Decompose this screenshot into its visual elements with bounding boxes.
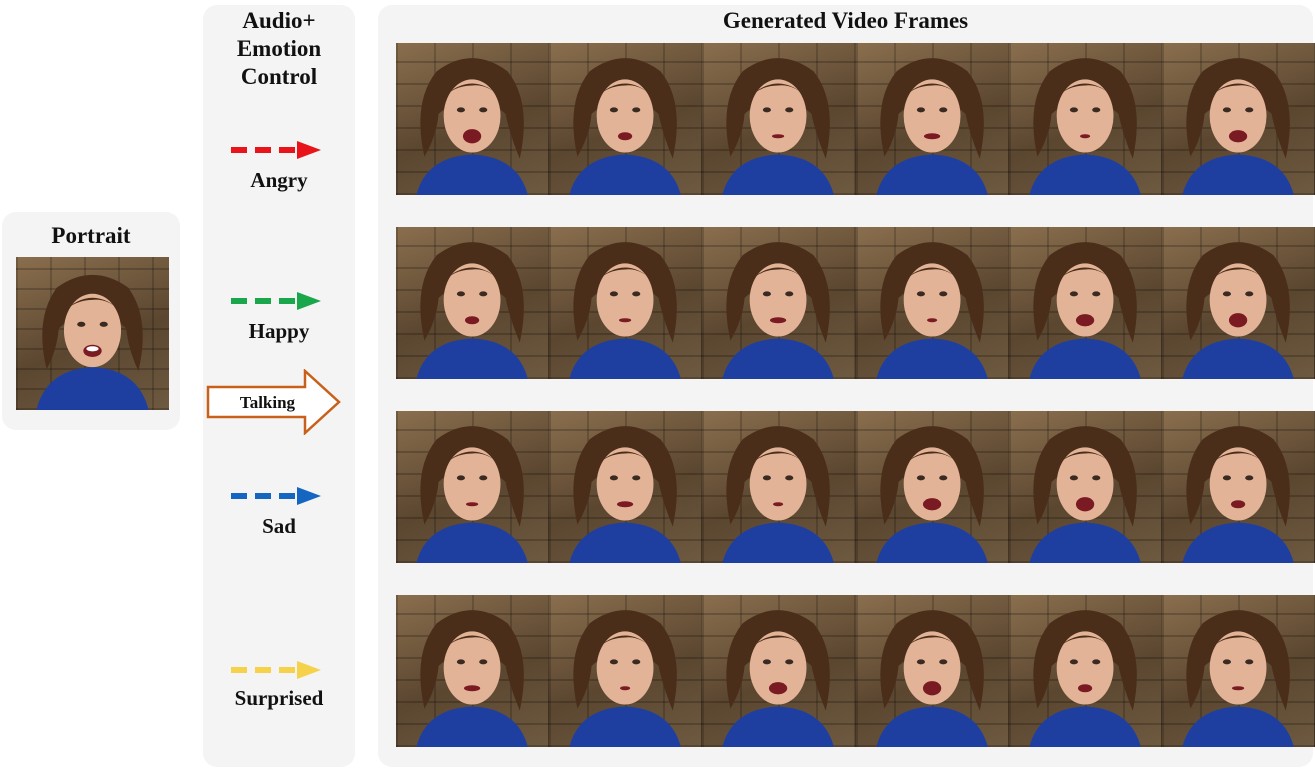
video-frame xyxy=(549,595,703,747)
woman-face-icon xyxy=(875,610,988,747)
sad-arrow-icon xyxy=(231,487,321,505)
sad-label: Sad xyxy=(262,514,296,538)
woman-face-icon xyxy=(416,242,528,379)
happy-frames-row xyxy=(396,227,1315,379)
woman-face-icon xyxy=(722,610,835,747)
video-frame xyxy=(855,43,1009,195)
woman-face-icon xyxy=(416,426,528,563)
woman-face-icon xyxy=(1029,242,1141,379)
woman-face-icon xyxy=(1182,58,1294,195)
woman-face-icon xyxy=(875,242,988,379)
video-frame xyxy=(1161,411,1315,563)
woman-face-icon xyxy=(1182,426,1294,563)
angry-arrow-icon xyxy=(231,141,321,159)
happy-label: Happy xyxy=(248,319,310,343)
video-frame xyxy=(549,43,703,195)
woman-face-icon xyxy=(1182,242,1294,379)
video-frame xyxy=(549,411,703,563)
angry-frames-row xyxy=(396,43,1315,195)
woman-face-icon xyxy=(722,242,835,379)
video-frame xyxy=(702,595,856,747)
portrait-title: Portrait xyxy=(51,223,131,248)
control-title: Audio+ Emotion Control xyxy=(236,8,322,89)
frames-title: Generated Video Frames xyxy=(722,8,969,33)
video-frame xyxy=(1008,595,1162,747)
video-frame xyxy=(1161,43,1315,195)
woman-face-icon xyxy=(569,242,682,379)
video-frame xyxy=(1008,43,1162,195)
woman-face-icon xyxy=(416,58,528,195)
surprised-frames-row xyxy=(396,595,1315,747)
video-frame xyxy=(855,595,1009,747)
video-frame xyxy=(396,595,550,747)
woman-face-icon xyxy=(1029,610,1141,747)
talking-arrow-icon xyxy=(206,369,341,435)
woman-face-icon xyxy=(1029,58,1141,195)
video-frame xyxy=(1008,411,1162,563)
angry-label: Angry xyxy=(250,168,308,192)
woman-face-icon xyxy=(569,58,682,195)
video-frame xyxy=(396,227,550,379)
video-frame xyxy=(396,411,550,563)
surprised-arrow-icon xyxy=(231,661,321,679)
happy-arrow-icon xyxy=(231,292,321,310)
video-frame xyxy=(1008,227,1162,379)
video-frame xyxy=(855,411,1009,563)
woman-face-icon xyxy=(875,58,988,195)
woman-face-icon xyxy=(875,426,988,563)
talking-label: Talking xyxy=(239,393,296,412)
video-frame xyxy=(855,227,1009,379)
video-frame xyxy=(1161,595,1315,747)
video-frame xyxy=(396,43,550,195)
woman-face-icon xyxy=(1029,426,1141,563)
video-frame xyxy=(1161,227,1315,379)
woman-face-icon xyxy=(36,274,149,410)
video-frame xyxy=(549,227,703,379)
video-frame xyxy=(702,43,856,195)
woman-face-icon xyxy=(1182,610,1294,747)
woman-face-icon xyxy=(416,610,528,747)
woman-face-icon xyxy=(722,426,835,563)
woman-face-icon xyxy=(569,426,682,563)
woman-face-icon xyxy=(569,610,682,747)
surprised-label: Surprised xyxy=(234,686,324,710)
portrait-image xyxy=(16,257,169,410)
video-frame xyxy=(702,411,856,563)
woman-face-icon xyxy=(722,58,835,195)
video-frame xyxy=(702,227,856,379)
sad-frames-row xyxy=(396,411,1315,563)
